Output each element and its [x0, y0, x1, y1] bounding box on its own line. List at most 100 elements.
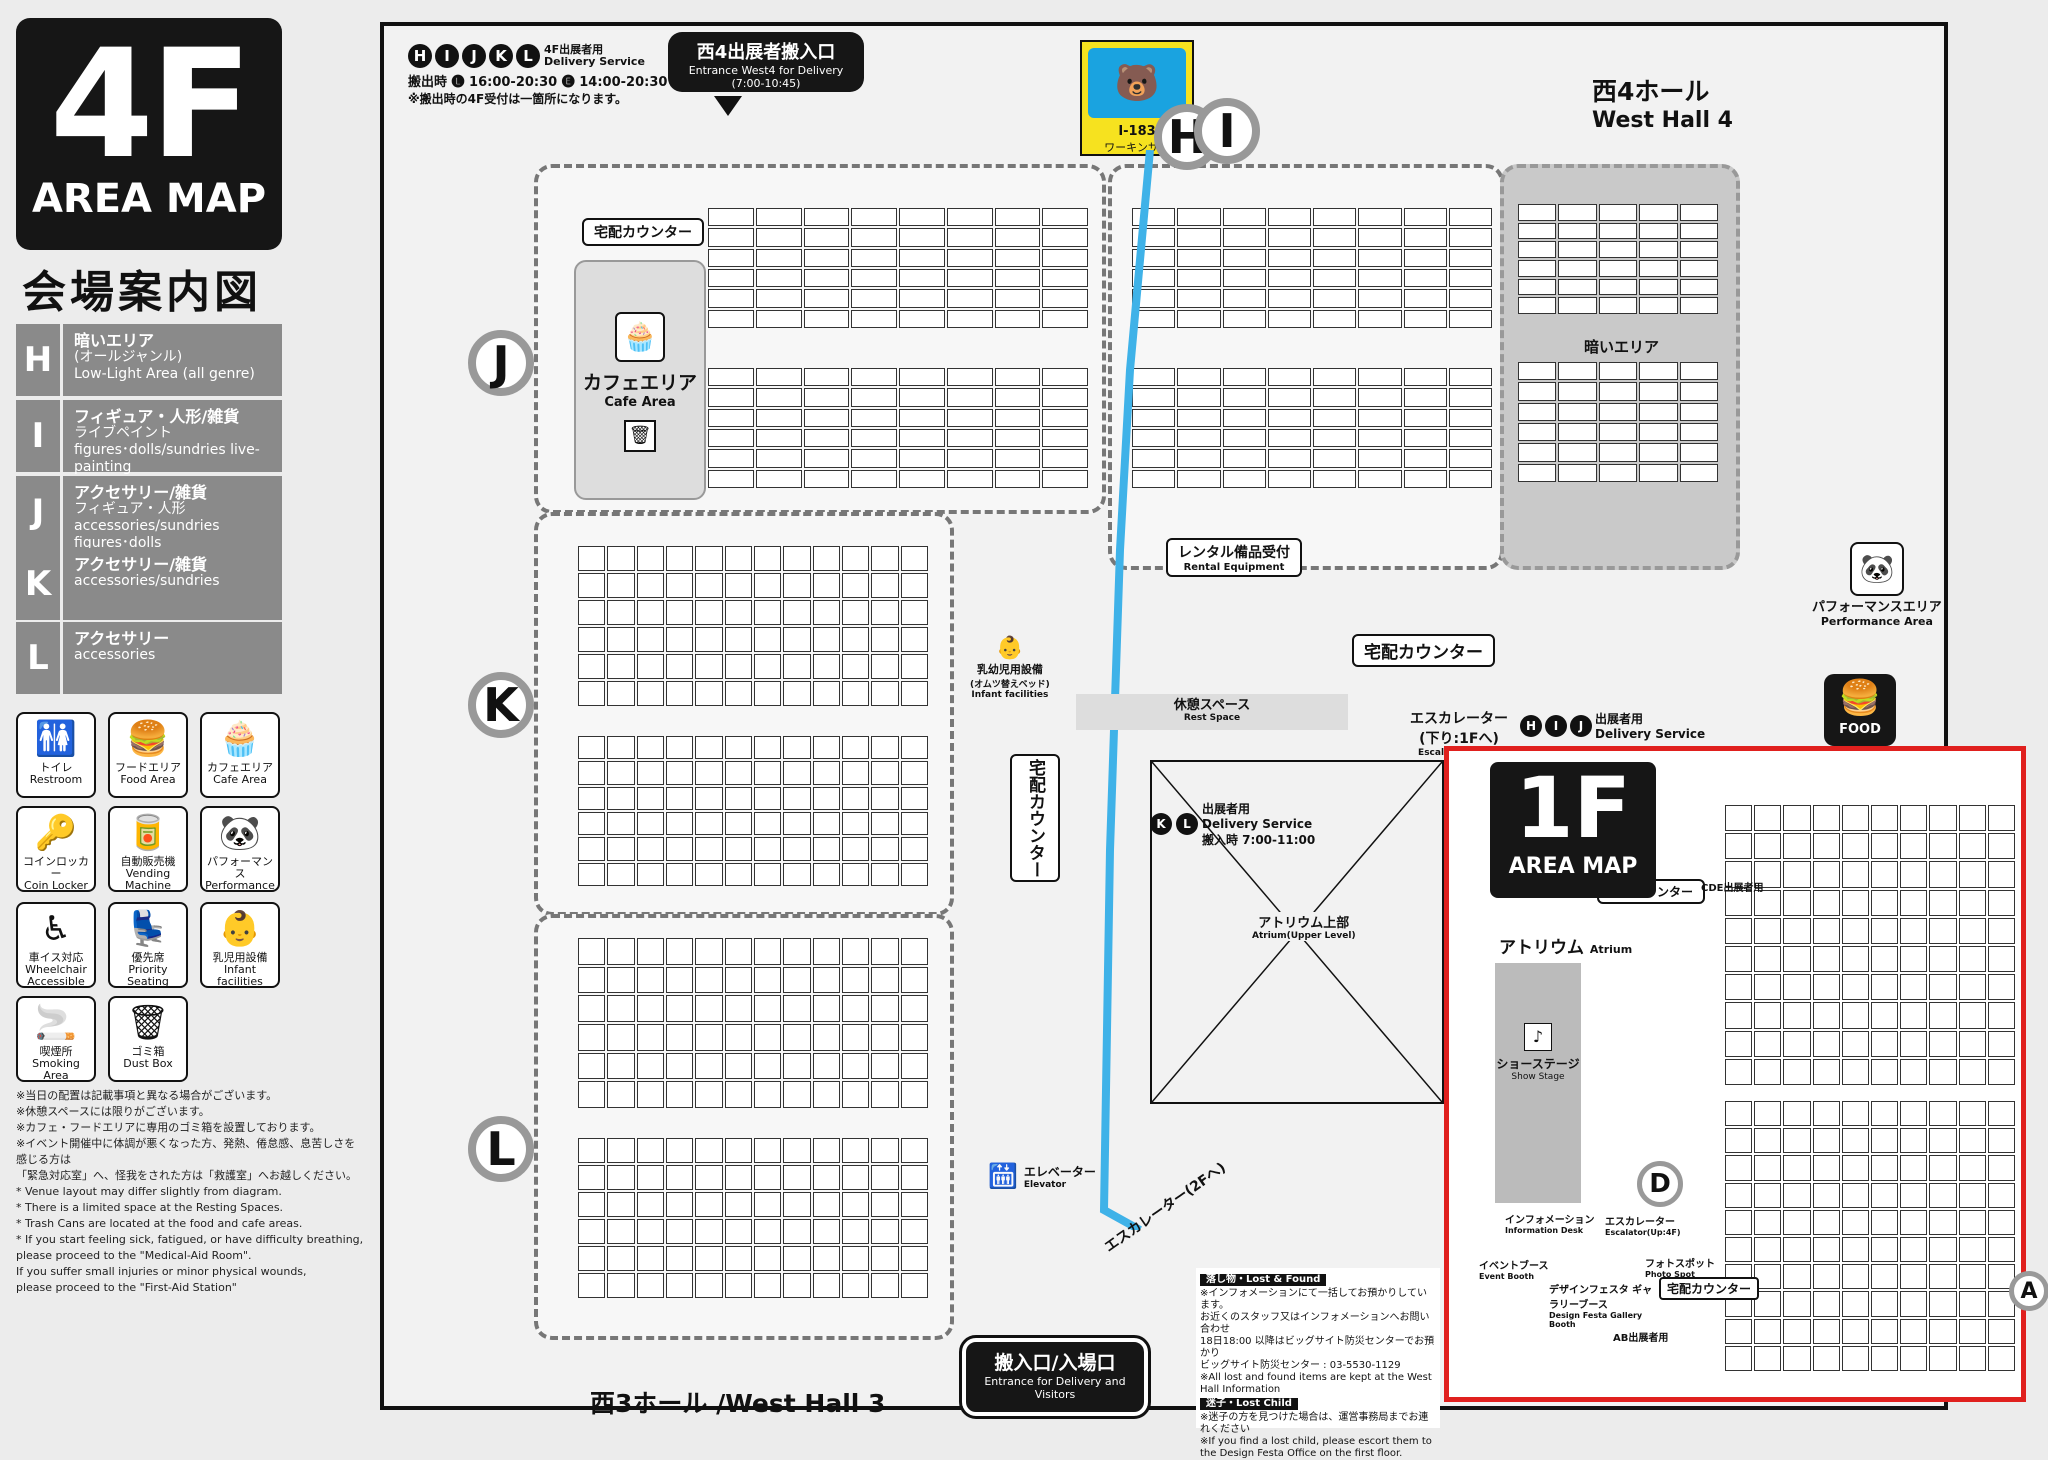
booth-cell[interactable] [842, 627, 870, 652]
booth-cell[interactable] [871, 966, 899, 994]
booth-cell[interactable] [607, 654, 635, 679]
booth-cell[interactable] [1929, 945, 1957, 973]
booth-cell[interactable] [755, 388, 802, 407]
booth-cell[interactable] [1639, 241, 1678, 258]
booth-cell[interactable] [1871, 1345, 1899, 1371]
booth-cell[interactable] [1725, 861, 1753, 888]
booth-cell[interactable] [783, 1138, 811, 1163]
booth-cell[interactable] [871, 862, 899, 886]
photo-spot[interactable]: フォトスポット Photo Spot [1645, 1255, 1715, 1279]
booth-cell[interactable] [1987, 1101, 2015, 1127]
booth-cell[interactable] [755, 228, 802, 247]
booth-cell[interactable] [871, 761, 899, 785]
booth-cell[interactable] [724, 837, 752, 861]
booth-cell[interactable] [666, 862, 694, 886]
booth-cell[interactable] [900, 761, 928, 785]
booth-cell[interactable] [1132, 408, 1176, 427]
booth-cell[interactable] [636, 1138, 664, 1163]
rental-equipment[interactable]: レンタル備品受付 Rental Equipment [1166, 538, 1302, 577]
booth-cell[interactable] [1132, 469, 1176, 488]
booth-cell[interactable] [1313, 248, 1357, 267]
booth-cell[interactable] [607, 546, 635, 571]
booth-cell[interactable] [1841, 1209, 1869, 1235]
booth-cell[interactable] [666, 786, 694, 810]
booth-cell[interactable] [946, 428, 993, 448]
booth-cell[interactable] [1222, 208, 1266, 227]
booth-cell[interactable] [1725, 1318, 1753, 1344]
booth-cell[interactable] [1558, 362, 1597, 381]
booth-cell[interactable] [1132, 428, 1176, 448]
booth-cell[interactable] [754, 546, 782, 571]
booth-cell[interactable] [1871, 833, 1899, 860]
booth-cell[interactable] [607, 1081, 635, 1108]
booth-cell[interactable] [1987, 805, 2015, 832]
booth-cell[interactable] [1403, 208, 1447, 227]
booth-cell[interactable] [899, 368, 945, 387]
booth-cell[interactable] [1222, 408, 1266, 427]
booth-cell[interactable] [1358, 408, 1402, 427]
booth-cell[interactable] [724, 1165, 752, 1190]
booth-cell[interactable] [783, 786, 811, 810]
booth-cell[interactable] [1403, 368, 1447, 387]
booth-cell[interactable] [1812, 1291, 1840, 1317]
booth-cell[interactable] [1987, 1182, 2015, 1208]
booth-cell[interactable] [900, 736, 928, 760]
booth-cell[interactable] [1725, 833, 1753, 860]
booth-cell[interactable] [851, 208, 897, 227]
booth-cell[interactable] [1313, 449, 1357, 468]
booth-cell[interactable] [607, 573, 635, 598]
booth-cell[interactable] [899, 449, 945, 468]
booth-cell[interactable] [754, 966, 782, 994]
booth-cell[interactable] [803, 248, 850, 267]
booth-cell[interactable] [1812, 1318, 1840, 1344]
booth-cell[interactable] [946, 289, 993, 308]
booth-cell[interactable] [1812, 1002, 1840, 1029]
gallery-booth[interactable]: デザインフェスタ ギャラリーブース Design Festa Gallery B… [1549, 1281, 1659, 1329]
booth-cell[interactable] [607, 1192, 635, 1217]
booth-cell[interactable] [1598, 222, 1638, 240]
booth-cell[interactable] [1725, 1128, 1753, 1154]
booth-cell[interactable] [946, 208, 993, 227]
booth-cell[interactable] [708, 208, 754, 227]
booth-cell[interactable] [1598, 204, 1638, 221]
booth-cell[interactable] [1177, 368, 1221, 387]
booth-cell[interactable] [1812, 833, 1840, 860]
booth-cell[interactable] [754, 1138, 782, 1163]
booth-cell[interactable] [1403, 289, 1447, 308]
booth-cell[interactable] [1679, 402, 1718, 421]
booth-cell[interactable] [1841, 889, 1869, 916]
booth-cell[interactable] [900, 786, 928, 810]
booth-cell[interactable] [1958, 1155, 1986, 1181]
delivery-counter-center[interactable]: 宅配カウンター [1352, 634, 1495, 667]
booth-cell[interactable] [1403, 248, 1447, 267]
booth-cell[interactable] [1987, 1318, 2015, 1344]
booth-cell[interactable] [783, 1273, 811, 1298]
booth-cell[interactable] [1267, 449, 1311, 468]
booth-cell[interactable] [724, 654, 752, 679]
booth-cell[interactable] [666, 681, 694, 706]
booth-cell[interactable] [783, 736, 811, 760]
booth-cell[interactable] [1518, 402, 1557, 421]
booth-cell[interactable] [1358, 449, 1402, 468]
booth-cell[interactable] [900, 546, 928, 571]
booth-cell[interactable] [842, 1023, 870, 1051]
booth-cell[interactable] [1754, 1182, 1782, 1208]
booth-cell[interactable] [1987, 833, 2015, 860]
booth-cell[interactable] [1639, 402, 1678, 421]
booth-cell[interactable] [666, 837, 694, 861]
booth-cell[interactable] [1267, 268, 1311, 288]
booth-cell[interactable] [1812, 1236, 1840, 1263]
booth-cell[interactable] [1871, 1002, 1899, 1029]
booth-cell[interactable] [1042, 309, 1088, 328]
booth-cell[interactable] [1812, 1345, 1840, 1371]
booth-cell[interactable] [842, 1081, 870, 1108]
booth-cell[interactable] [1841, 861, 1869, 888]
booth-cell[interactable] [783, 862, 811, 886]
booth-cell[interactable] [899, 309, 945, 328]
booth-cell[interactable] [783, 627, 811, 652]
booth-cell[interactable] [1958, 1236, 1986, 1263]
booth-cell[interactable] [666, 938, 694, 965]
booth-cell[interactable] [994, 309, 1041, 328]
booth-cell[interactable] [695, 546, 723, 571]
booth-cell[interactable] [636, 546, 664, 571]
